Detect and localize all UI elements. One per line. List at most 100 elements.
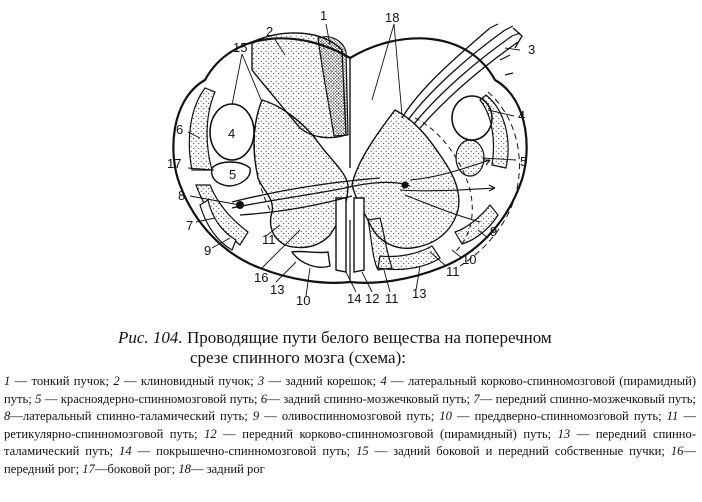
legend-text: оливоспинномозговой путь; (281, 409, 440, 424)
legend-number: 16 (670, 444, 684, 459)
legend-number: 15 (356, 444, 369, 459)
label-10-right: 10 (462, 252, 476, 267)
legend-number: 1 (4, 374, 11, 388)
legend-number: 4 (380, 374, 387, 388)
legend-entry: 3 — задний корешок; (258, 374, 381, 388)
label-5-left: 5 (229, 167, 236, 182)
figure-labels: 1 2 3 4 4 5 5 6 7 8 9 9 10 10 11 11 11 1… (167, 8, 535, 308)
label-6: 6 (176, 122, 183, 137)
label-15: 15 (233, 40, 247, 55)
fibre-arrows-right (399, 159, 496, 223)
label-9-left: 9 (204, 243, 211, 258)
label-12: 12 (365, 291, 379, 306)
label-10-bottom: 10 (296, 293, 310, 308)
anterior-corticospinal-tract-right (353, 197, 365, 273)
legend-text: задний рог (206, 461, 265, 476)
legend-entry: 4 — латеральный корково-спинномозговой (… (4, 374, 696, 406)
spinal-cord-cross-section-diagram: 1 2 3 4 4 5 5 6 7 8 9 9 10 10 11 11 11 1… (167, 8, 535, 308)
legend-separator: — (131, 444, 157, 459)
figure-caption: Рис. 104. Проводящие пути белого веществ… (118, 328, 678, 368)
label-1: 1 (320, 8, 327, 23)
legend-number: 11 (666, 409, 679, 424)
legend-number: 18 (178, 461, 191, 476)
legend-entry: 6— задний спинно-мозжечковый путь; (261, 392, 473, 406)
legend-separator: — (479, 391, 496, 406)
legend-text: задний корешок; (285, 374, 381, 388)
legend-entry: 5 — красноядерно-спинномозговой путь; (35, 392, 261, 406)
legend-separator: — (678, 409, 696, 424)
legend-text: красноядерно-спинномозговой путь; (60, 391, 261, 406)
legend-entry: 10 — преддверно-спинномозговой путь; (439, 409, 666, 423)
caption-line-1: Проводящие пути белого вещества на попер… (186, 328, 552, 347)
label-11-bottom: 11 (385, 291, 399, 306)
legend-entry: 17—боковой рог; (82, 462, 178, 476)
label-17: 17 (167, 156, 181, 171)
legend-entry: 15 — задний боковой и передний собственн… (356, 444, 671, 458)
legend-entry: 2 — клиновидный пучок; (113, 374, 258, 388)
fasciculus-gracilis (317, 36, 349, 137)
anterior-corticospinal-tract-left (335, 197, 347, 273)
legend-separator: — (190, 461, 207, 476)
legend-text: боковой рог; (107, 461, 179, 476)
legend-entry: 16— передний рог; (4, 444, 696, 476)
label-5-right: 5 (520, 154, 527, 169)
legend-separator: — (264, 374, 286, 388)
label-16: 16 (254, 270, 268, 285)
legend-number: 14 (119, 444, 132, 459)
legend-text: передний рог; (4, 461, 83, 476)
label-2: 2 (266, 24, 273, 39)
legend-separator: — (10, 409, 23, 424)
legend-number: 3 (257, 374, 265, 388)
legend-number: 6 (260, 391, 268, 406)
legend-number: 10 (439, 409, 452, 424)
legend-entry: 1 — тонкий пучок; (4, 374, 113, 388)
legend-number: 2 (113, 374, 120, 388)
vestibulospinal-tract-left (290, 250, 331, 268)
fibre-arrowheads (483, 159, 496, 192)
legend-number: 8 (4, 409, 11, 424)
legend-text: задний боковой и передний собственные пу… (393, 444, 671, 459)
legend-number: 5 (35, 391, 42, 406)
rubrospinal-tract-right (455, 139, 485, 177)
label-7: 7 (186, 218, 193, 233)
legend-separator: — (386, 374, 408, 388)
legend-entry: 18— задний рог (178, 462, 264, 476)
leader-lines (187, 23, 521, 297)
label-9-right: 9 (490, 224, 497, 239)
commissural-fibres (231, 177, 411, 216)
legend-text: передний спинно-мозжечковый путь; (495, 391, 696, 406)
dashed-boundary-left (254, 99, 271, 211)
label-13-right: 13 (412, 286, 426, 301)
label-8: 8 (178, 188, 185, 203)
label-18: 18 (385, 10, 399, 25)
anterior-spinothalamic-tract (377, 245, 441, 271)
legend-text: латеральный спинно-таламический путь; (22, 409, 253, 424)
dorsal-root-bracket (512, 27, 523, 49)
legend-text: преддверно-спинномозговой путь; (474, 409, 667, 424)
caption-line-2: срезе спинного мозга (схема): (190, 348, 406, 367)
neuron-body-right (401, 181, 409, 189)
label-4-right: 4 (518, 108, 525, 123)
legend-separator: — (259, 409, 282, 424)
legend-separator: — (267, 391, 284, 406)
label-14: 14 (347, 291, 361, 306)
label-3: 3 (528, 42, 535, 57)
label-13-left: 13 (270, 282, 284, 297)
dashed-boundary-right (414, 117, 473, 253)
legend-number: 12 (204, 426, 217, 441)
legend-separator: — (119, 374, 141, 388)
legend-text: передний спинно-таламический путь; (4, 426, 697, 459)
legend-entry: 13 — передний спинно-таламический путь; (4, 427, 696, 459)
figure-legend: 1 — тонкий пучок; 2 — клиновидный пучок;… (4, 373, 696, 479)
legend-separator: — (683, 444, 697, 459)
legend-separator: — (41, 391, 61, 406)
legend-text: передний корково-спинномозговой (пирамид… (242, 426, 558, 441)
olivospinal-tract-right (454, 204, 499, 245)
legend-separator: — (368, 444, 394, 459)
legend-text: покрышечно-спинномозговой путь; (156, 444, 357, 459)
legend-number: 17 (82, 461, 95, 476)
legend-number: 13 (557, 426, 571, 441)
label-4-left: 4 (228, 126, 235, 141)
legend-text: латеральный корково-спинномозговой (пира… (4, 374, 697, 406)
legend-entry: 14 — покрышечно-спинномозговой путь; (119, 444, 356, 458)
